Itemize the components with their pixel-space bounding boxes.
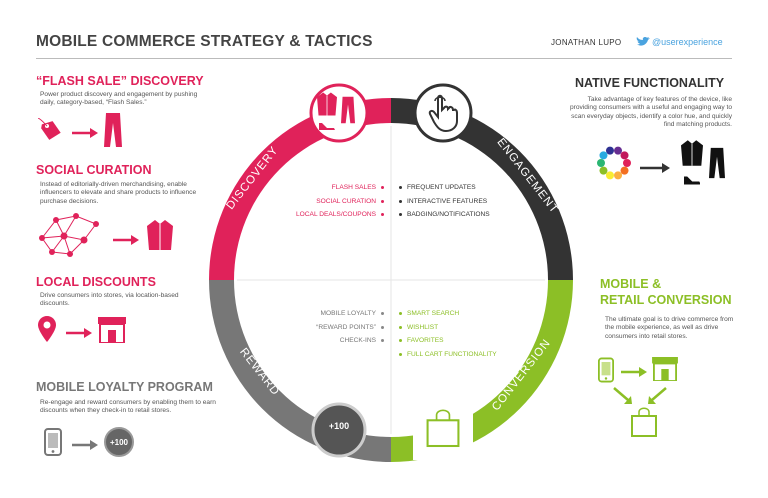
color-swatch bbox=[597, 159, 605, 167]
jacket-icon bbox=[317, 92, 337, 121]
tag-icon bbox=[37, 117, 64, 147]
local-discounts-heading: LOCAL DISCOUNTS bbox=[36, 275, 156, 289]
engagement-tactics: FREQUENT UPDATES INTERACTIVE FEATURES BA… bbox=[399, 181, 509, 222]
conversion-tactics: SMART SEARCH WISHLIST FAVORITES FULL CAR… bbox=[399, 307, 519, 361]
twitter-handle[interactable]: @userexperience bbox=[652, 37, 723, 47]
list-item: FAVORITES bbox=[399, 334, 519, 348]
native-functionality-desc: Take advantage of key features of the de… bbox=[569, 96, 732, 128]
list-item: WISHLIST bbox=[399, 321, 519, 335]
reward-medallion bbox=[311, 402, 367, 458]
list-item: SOCIAL CURATION bbox=[276, 195, 384, 209]
color-swatch bbox=[620, 166, 629, 175]
shopping-bag-icon bbox=[630, 407, 658, 442]
jacket-icon bbox=[681, 140, 703, 171]
list-item: INTERACTIVE FEATURES bbox=[399, 195, 509, 209]
retail-conversion-desc: The ultimate goal is to drive commerce f… bbox=[605, 316, 734, 340]
twitter-bird-icon bbox=[636, 35, 650, 53]
arrow-icon bbox=[72, 437, 98, 455]
header-divider bbox=[36, 58, 732, 59]
list-item: FULL CART FUNCTIONALITY bbox=[399, 348, 519, 362]
list-item: FLASH SALES bbox=[276, 181, 384, 195]
list-item: SMART SEARCH bbox=[399, 307, 519, 321]
points-badge-small: +100 bbox=[104, 427, 134, 457]
network-icon bbox=[36, 208, 104, 263]
conversion-segment bbox=[391, 280, 573, 462]
phone-icon bbox=[598, 357, 614, 388]
list-item: “REWARD POINTS” bbox=[276, 321, 384, 335]
shopping-bag-icon bbox=[425, 405, 461, 456]
retail-conversion-heading-line1: MOBILE & bbox=[600, 277, 662, 291]
flash-sale-desc: Power product discovery and engagement b… bbox=[40, 91, 198, 107]
list-item: MOBILE LOYALTY bbox=[276, 307, 384, 321]
arrow-icon bbox=[640, 160, 670, 178]
list-item: FREQUENT UPDATES bbox=[399, 181, 509, 195]
pants-icon bbox=[341, 94, 355, 131]
arrow-down-left-icon bbox=[646, 386, 668, 411]
color-wheel-icon bbox=[596, 145, 632, 186]
color-swatch bbox=[599, 151, 608, 160]
arrow-down-right-icon bbox=[612, 386, 634, 411]
jacket-icon bbox=[147, 220, 173, 255]
pants-icon bbox=[709, 145, 725, 186]
local-discounts-desc: Drive consumers into stores, via locatio… bbox=[40, 292, 179, 308]
native-functionality-heading: NATIVE FUNCTIONALITY bbox=[575, 76, 725, 90]
author-name: JONATHAN LUPO bbox=[551, 38, 622, 47]
mobile-loyalty-heading: MOBILE LOYALTY PROGRAM bbox=[36, 380, 213, 394]
reward-segment bbox=[209, 280, 391, 462]
shoe-icon bbox=[319, 118, 335, 136]
color-swatch bbox=[605, 146, 614, 155]
flash-sale-heading: “FLASH SALE” DISCOVERY bbox=[36, 74, 204, 88]
arrow-icon bbox=[72, 125, 98, 143]
arrow-icon bbox=[66, 325, 92, 343]
color-swatch bbox=[599, 166, 608, 175]
arrow-icon bbox=[113, 232, 139, 250]
retail-conversion-heading-line2: RETAIL CONVERSION bbox=[600, 293, 732, 307]
reward-tactics: MOBILE LOYALTY “REWARD POINTS” CHECK-INS bbox=[276, 307, 384, 348]
color-swatch bbox=[623, 159, 631, 167]
engagement-segment bbox=[391, 98, 573, 280]
color-swatch bbox=[614, 146, 623, 155]
color-swatch bbox=[605, 171, 614, 180]
pants-icon bbox=[104, 113, 122, 152]
color-swatch bbox=[614, 171, 623, 180]
discovery-segment bbox=[209, 98, 391, 280]
mobile-loyalty-desc: Re-engage and reward consumers by enabli… bbox=[40, 399, 216, 415]
social-curation-desc: Instead of editorially-driven merchandis… bbox=[40, 181, 197, 205]
store-icon bbox=[652, 357, 678, 386]
arrow-icon bbox=[621, 364, 647, 382]
list-item: CHECK-INS bbox=[276, 334, 384, 348]
social-curation-heading: SOCIAL CURATION bbox=[36, 163, 152, 177]
hand-touch-icon bbox=[428, 94, 458, 137]
store-icon bbox=[98, 317, 126, 348]
phone-icon bbox=[44, 428, 62, 461]
discovery-tactics: FLASH SALES SOCIAL CURATION LOCAL DEALS/… bbox=[276, 181, 384, 222]
list-item: LOCAL DEALS/COUPONS bbox=[276, 208, 384, 222]
list-item: BADGING/NOTIFICATIONS bbox=[399, 208, 509, 222]
shoe-icon bbox=[683, 172, 701, 190]
color-swatch bbox=[620, 151, 629, 160]
location-pin-icon bbox=[38, 316, 56, 349]
points-badge: +100 bbox=[328, 421, 350, 431]
page-title: MOBILE COMMERCE STRATEGY & TACTICS bbox=[36, 33, 373, 50]
